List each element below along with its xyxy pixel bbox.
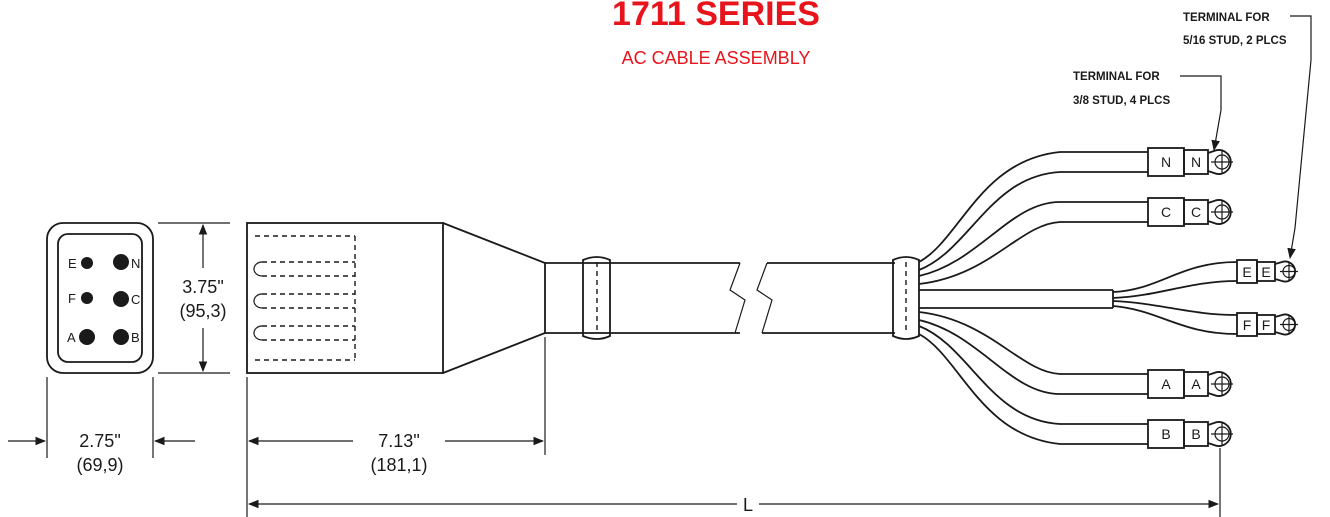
connector-end-view: E N F C A B [46,222,154,374]
pin-label-a: A [67,330,76,345]
terminal-a: A A [1147,369,1233,399]
overall-length-dimension: L [247,448,1221,517]
pin-e-dot [81,257,93,269]
terminal-n: N N [1147,147,1233,177]
terminal-c: C C [1147,197,1233,227]
pin-f-dot [81,292,93,304]
terminal-label-e: E [1261,264,1270,280]
pin-label-n: N [131,256,140,271]
body-length-dimension: 7.13" (181,1) [246,337,546,517]
callout-3-8-line2: 3/8 STUD, 4 PLCS [1073,95,1170,107]
height-dimension-mm: (95,3) [179,301,226,321]
terminal-label-c: C [1191,204,1201,220]
callout-5-16-line1: TERMINAL FOR [1183,12,1270,24]
overall-length-label: L [743,495,753,515]
pin-n-dot [113,254,129,270]
pin-label-b: B [131,330,140,345]
lead-label-n: N [1161,154,1171,170]
pin-b-dot [113,329,129,345]
callout-terminal-3-8: TERMINAL FOR 3/8 STUD, 4 PLCS [1073,71,1222,152]
callout-5-16-line2: 5/16 STUD, 2 PLCS [1183,35,1287,47]
width-dimension-inches: 2.75" [79,431,120,451]
callout-3-8-line1: TERMINAL FOR [1073,71,1160,83]
terminal-label-a: A [1191,376,1201,392]
height-dimension-inches: 3.75" [182,277,223,297]
width-dimension: 2.75" (69,9) [8,377,195,475]
lead-label-a: A [1161,376,1171,392]
terminal-label-f: F [1262,317,1271,333]
cable-section-left [545,256,746,340]
lead-label-c: C [1161,204,1171,220]
pin-a-dot [79,329,95,345]
width-dimension-mm: (69,9) [76,455,123,475]
page-subtitle: AC CABLE ASSEMBLY [622,48,811,68]
lead-label-f: F [1243,317,1252,333]
cable-section-right [756,256,920,340]
pin-c-dot [113,291,129,307]
terminal-e: E E [1236,259,1298,284]
body-length-mm: (181,1) [370,455,427,475]
body-length-inches: 7.13" [378,431,419,451]
pin-label-c: C [131,292,140,307]
terminal-label-b: B [1191,426,1200,442]
pin-label-e: E [68,256,77,271]
page-title: 1711 SERIES [612,0,820,33]
terminal-label-n: N [1191,154,1201,170]
lead-label-e: E [1242,264,1251,280]
lead-label-b: B [1161,426,1170,442]
height-dimension: 3.75" (95,3) [158,222,230,374]
pin-label-f: F [68,291,76,306]
connector-body-side-view [246,222,546,374]
breakout-leads [918,151,1238,445]
terminal-f: F F [1236,312,1298,337]
terminal-b: B B [1147,419,1233,449]
callout-terminal-5-16: TERMINAL FOR 5/16 STUD, 2 PLCS [1183,12,1312,260]
